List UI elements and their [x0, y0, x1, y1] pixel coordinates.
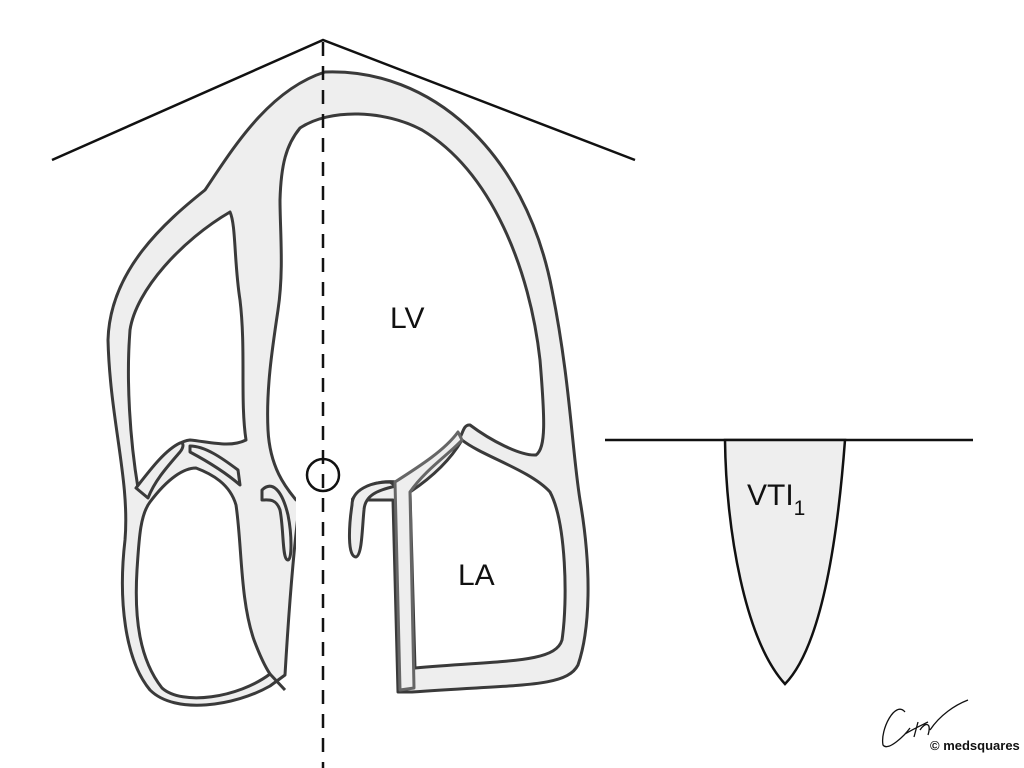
- label-vti-main: VTI: [747, 479, 794, 512]
- tricuspid-leaflet-right: [188, 444, 242, 487]
- label-lv: LV: [390, 302, 424, 335]
- septum-tip: [260, 484, 293, 562]
- right-atrium-cavity: [134, 466, 272, 700]
- mitral-anterior-leaflet: [348, 480, 398, 559]
- mitral-posterior-wall: [393, 430, 464, 692]
- label-vti: VTI1: [747, 479, 805, 520]
- ultrasound-sector-lines: [51, 38, 636, 162]
- label-la: LA: [458, 559, 495, 592]
- av-junction-right: [268, 672, 287, 692]
- tricuspid-leaflet-left: [134, 441, 185, 500]
- credit-text: © medsquares: [930, 738, 1020, 753]
- label-vti-sub: 1: [794, 497, 806, 520]
- sample-volume-circle: [305, 457, 341, 493]
- signature-mark: [881, 699, 969, 748]
- vti-envelope: [723, 438, 847, 686]
